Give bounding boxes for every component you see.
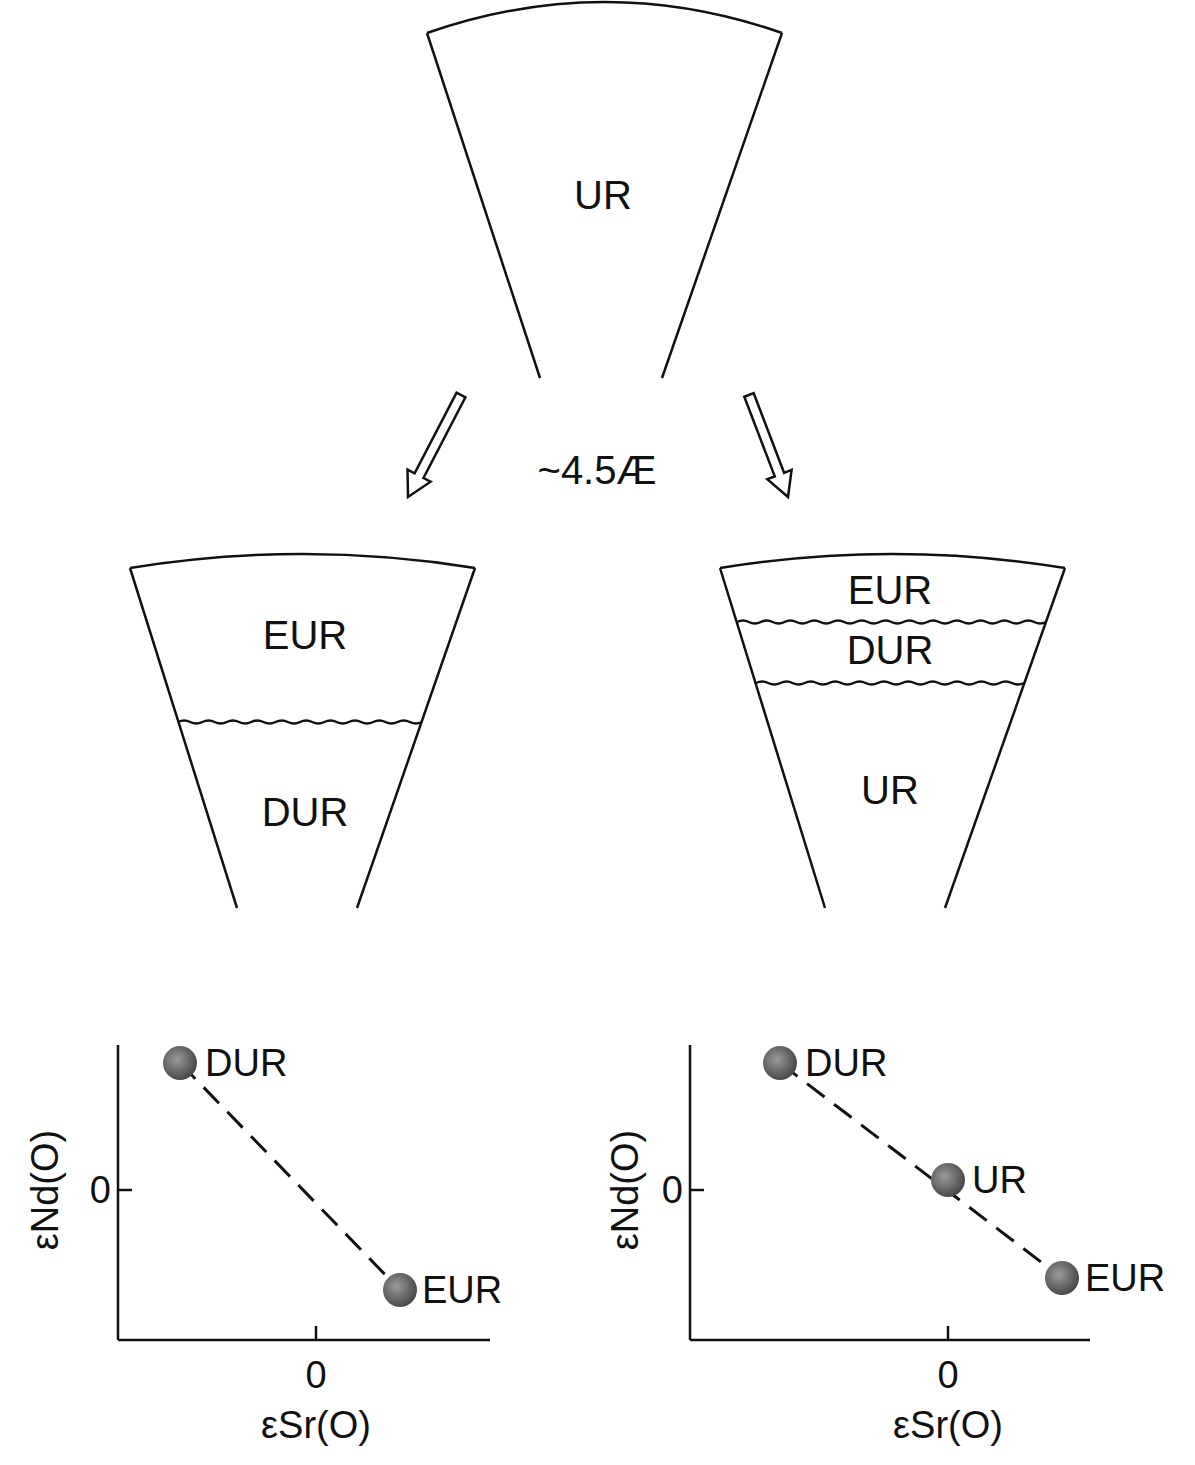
axis-title: εSr(O) [261, 1406, 371, 1444]
axis-title: εSr(O) [893, 1406, 1003, 1444]
point-label: EUR [1085, 1259, 1165, 1297]
axis-title: εNd(O) [606, 1130, 644, 1250]
point-label: UR [972, 1161, 1027, 1199]
layer-boundary [756, 682, 1024, 685]
dashed-mixing-line [180, 1063, 400, 1290]
layer-boundary [737, 621, 1046, 624]
reservoir-name: DUR [262, 792, 349, 832]
reservoir-name: EUR [263, 615, 347, 655]
tick [315, 1326, 318, 1340]
layer-boundary [178, 721, 422, 724]
wedge-line [720, 554, 1065, 908]
data-dot [163, 1046, 197, 1080]
y-axis [689, 1045, 692, 1340]
reservoir-name: UR [861, 770, 919, 810]
x-axis [118, 1339, 490, 1342]
time-label: ~4.5Æ [538, 450, 657, 490]
tick [947, 1326, 950, 1340]
mantle-wedge: UR [425, 0, 785, 380]
wedge-line [130, 554, 475, 908]
tick-value: 0 [937, 1356, 958, 1394]
data-dot [1045, 1261, 1079, 1295]
data-dot [763, 1046, 797, 1080]
tick-value: 0 [305, 1356, 326, 1394]
hollow-arrow [408, 393, 466, 497]
right-plot [690, 1045, 1090, 1340]
mantle-wedge: EUR DUR UR [718, 553, 1068, 910]
reservoir-name: UR [574, 175, 632, 215]
wedge-line [427, 2, 782, 378]
mantle-wedge: EUR DUR [128, 553, 478, 910]
x-axis [690, 1339, 1090, 1342]
tick [690, 1189, 704, 1192]
wedge-outline [128, 553, 478, 910]
data-dot [931, 1163, 965, 1197]
point-label: EUR [422, 1271, 502, 1309]
dashed-mixing-line [780, 1063, 1062, 1278]
reservoir-name: DUR [847, 630, 934, 670]
data-dot [383, 1273, 417, 1307]
tick [118, 1189, 132, 1192]
reservoir-name: EUR [848, 570, 932, 610]
y-axis [117, 1045, 120, 1340]
tick-value: 0 [90, 1171, 111, 1209]
tick-value: 0 [662, 1171, 683, 1209]
point-label: DUR [805, 1044, 887, 1082]
hollow-arrow [744, 393, 791, 497]
point-label: DUR [205, 1044, 287, 1082]
axis-title: εNd(O) [26, 1130, 64, 1250]
